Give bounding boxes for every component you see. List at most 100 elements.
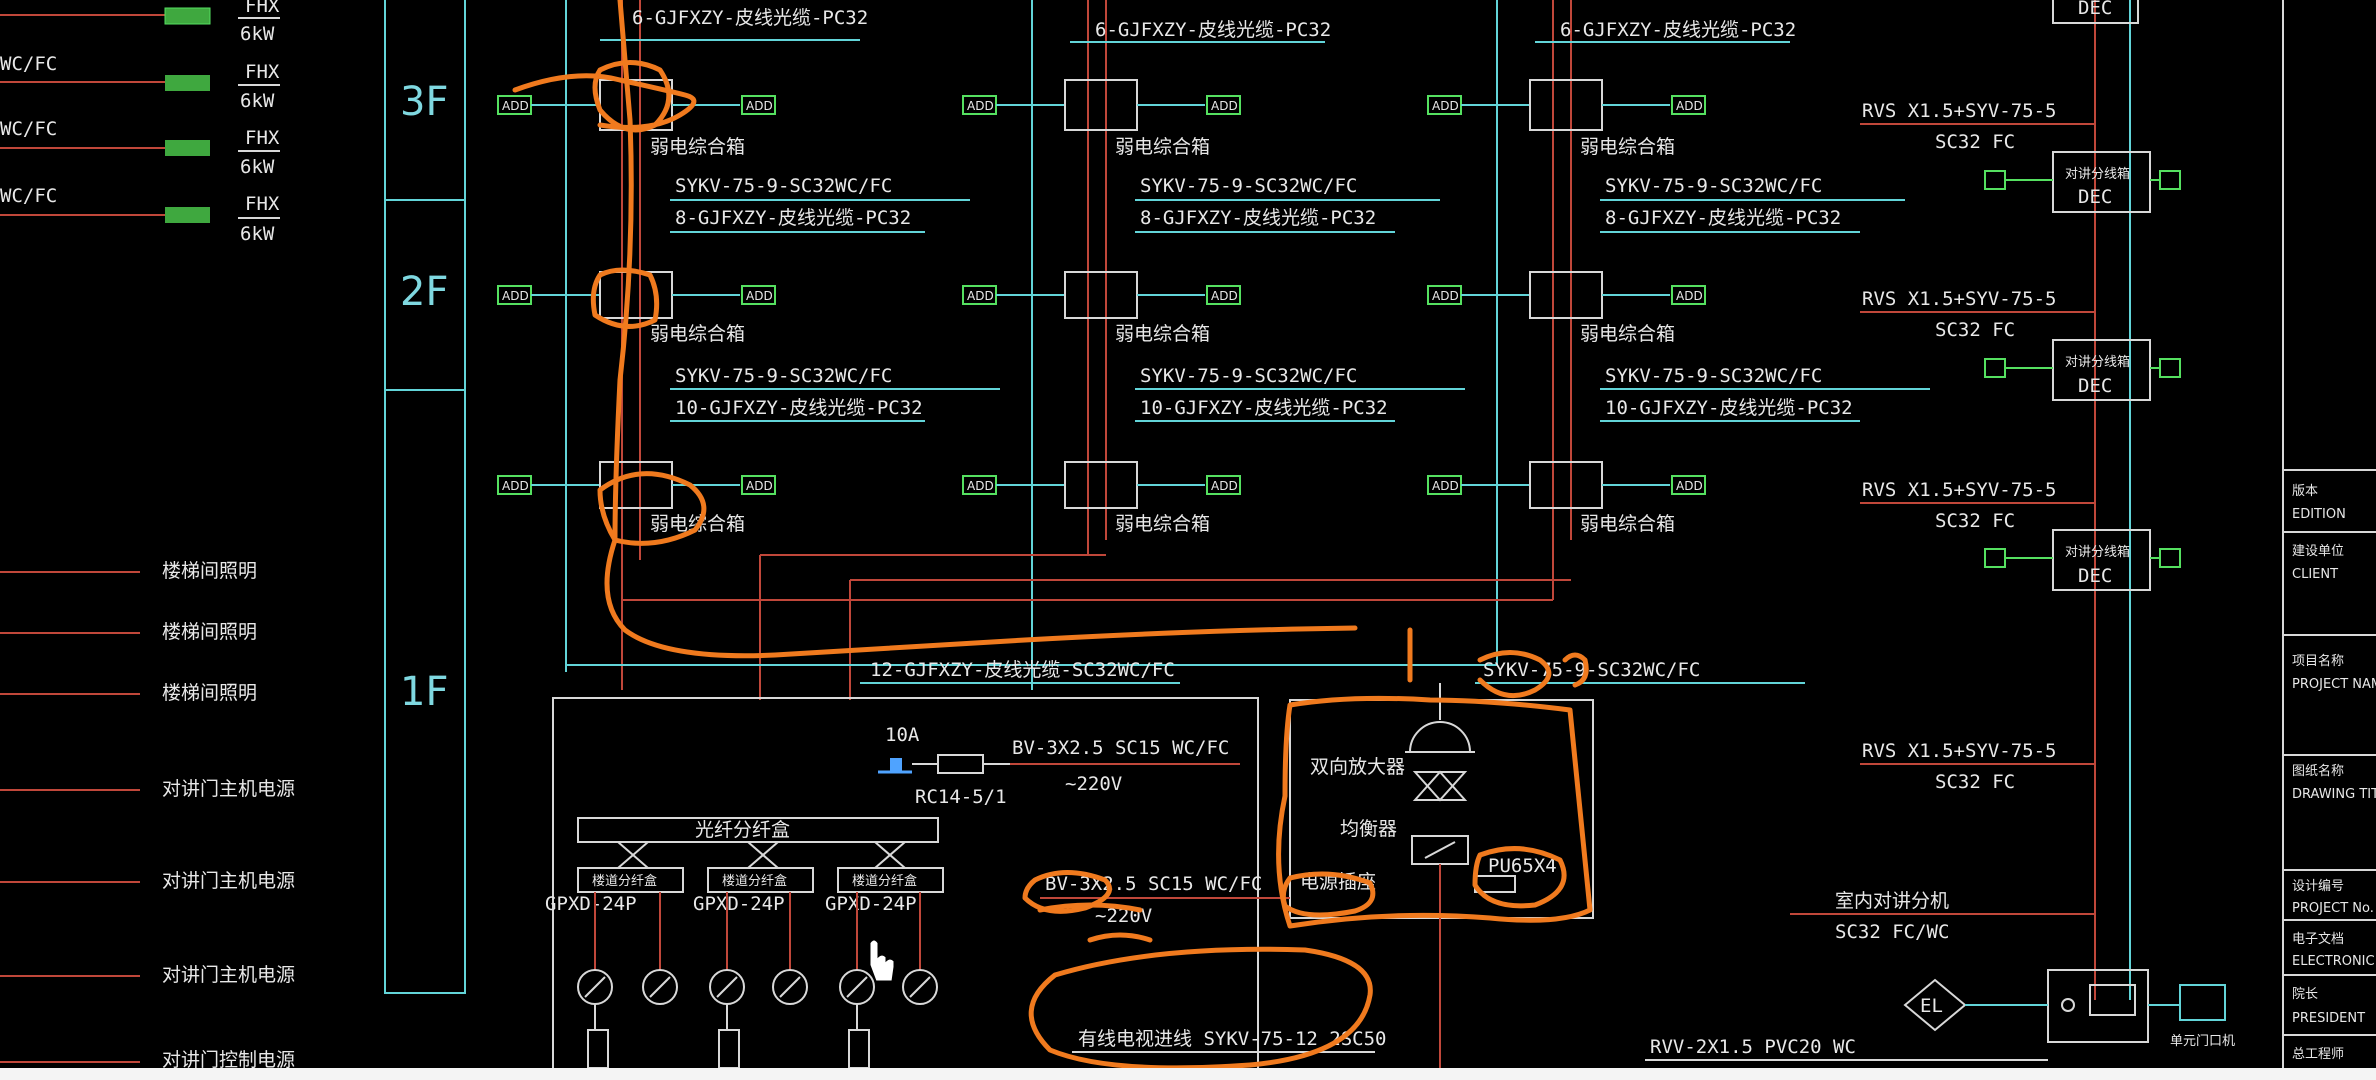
box-label: 弱电综合箱 bbox=[1580, 323, 1675, 345]
add-tag: ADD bbox=[1676, 479, 1703, 493]
rvs-label: RVS X1.5+SYV-75-5 bbox=[1862, 100, 2056, 122]
box-label: 弱电综合箱 bbox=[1115, 323, 1210, 345]
lower-item-3: 对讲门主机电源 bbox=[162, 778, 295, 800]
tb-cn-7: 总工程师 bbox=[2292, 1047, 2344, 1062]
cable-3f-b: 8-GJFXZY-皮线光缆-PC32 bbox=[675, 207, 911, 229]
voltage: ~220V bbox=[1065, 773, 1122, 795]
rvv-label: RVV-2X1.5 PVC20 WC bbox=[1650, 1036, 1856, 1058]
add-tag: ADD bbox=[502, 99, 529, 113]
tb-cn-3: 图纸名称 bbox=[2292, 763, 2344, 779]
riser-unit-c: 6-GJFXZY-皮线光缆-PC32 ADD ADD 弱电综合箱 SYKV-75… bbox=[1427, 0, 1930, 600]
tb-cn-2: 项目名称 bbox=[2292, 653, 2344, 669]
dec-label: DEC bbox=[2078, 565, 2112, 587]
add-tag: ADD bbox=[746, 479, 773, 493]
tb-en-5: ELECTRONIC bbox=[2292, 954, 2375, 969]
add-tag: ADD bbox=[1432, 289, 1459, 303]
fhx-label: FHX bbox=[245, 193, 280, 215]
intercom-label: 室内对讲分机 bbox=[1835, 890, 1949, 912]
fhx-power: 6kW bbox=[240, 23, 275, 45]
add-tag: ADD bbox=[1211, 289, 1238, 303]
add-tag: ADD bbox=[1676, 99, 1703, 113]
cable-2f-b: 10-GJFXZY-皮线光缆-PC32 bbox=[1605, 397, 1853, 419]
cabinet: 10A RC14-5/1 BV-3X2.5 SC15 WC/FC ~220V 光… bbox=[545, 683, 1594, 1079]
cable-sykv: SYKV-75-9-SC32WC/FC bbox=[1140, 175, 1357, 197]
wc-fc-label: WC/FC bbox=[0, 118, 57, 140]
box-label: 弱电综合箱 bbox=[650, 323, 745, 345]
cable-3f-a: 6-GJFXZY-皮线光缆-PC32 bbox=[1560, 19, 1796, 41]
bv-line2: BV-3X2.5 SC15 WC/FC bbox=[1045, 873, 1262, 895]
cable-sykv: SYKV-75-9-SC32WC/FC bbox=[675, 365, 892, 387]
sc32-label: SC32 FC bbox=[1935, 319, 2015, 341]
connector-circles bbox=[577, 892, 938, 1069]
title-block: 版本 EDITION 建设单位 CLIENT 项目名称 PROJECT NAME… bbox=[2282, 0, 2376, 1080]
odf-sub: 楼道分纤盒 bbox=[592, 873, 657, 889]
odf-sub: 楼道分纤盒 bbox=[722, 873, 787, 889]
fhx-power: 6kW bbox=[240, 223, 275, 245]
cable-sykv: SYKV-75-9-SC32WC/FC bbox=[1140, 365, 1357, 387]
intercom-pipe: SC32 FC/WC bbox=[1835, 921, 1949, 943]
splitter-label: 均衡器 bbox=[1340, 818, 1397, 840]
cable-3f-a: 6-GJFXZY-皮线光缆-PC32 bbox=[632, 7, 868, 29]
bottom-status-strip bbox=[0, 1068, 2376, 1080]
fhx-power: 6kW bbox=[240, 156, 275, 178]
cable-3f-a: 6-GJFXZY-皮线光缆-PC32 bbox=[1095, 19, 1331, 41]
tb-en-2: PROJECT NAME bbox=[2292, 677, 2376, 692]
gpxd-label: GPXD-24P bbox=[693, 893, 785, 915]
tb-en-3: DRAWING TITLE bbox=[2292, 787, 2376, 802]
gpxd-label: GPXD-24P bbox=[825, 893, 917, 915]
cable-sykv: SYKV-75-9-SC32WC/FC bbox=[1605, 365, 1822, 387]
sc32-label: SC32 FC bbox=[1935, 131, 2015, 153]
gpxd-label: GPXD-24P bbox=[545, 893, 637, 915]
dec-label: DEC bbox=[2078, 186, 2112, 208]
main-bus-lines: 12-GJFXZY-皮线光缆-SC32WC/FC SYKV-75-9-SC32W… bbox=[565, 480, 1805, 700]
riser-unit-a: 6-GJFXZY-皮线光缆-PC32 ADD ADD 弱电综合箱 SYKV-75… bbox=[497, 0, 1000, 690]
pu-label: PU65X4 bbox=[1488, 855, 1557, 877]
floor-column: 3F 2F 1F bbox=[384, 0, 466, 994]
lower-item-1: 楼梯间照明 bbox=[162, 621, 257, 643]
tb-cn-6: 院长 bbox=[2292, 987, 2318, 1002]
add-tag: ADD bbox=[1432, 99, 1459, 113]
cable-main-sykv: SYKV-75-9-SC32WC/FC bbox=[1483, 659, 1700, 681]
floor-1f-label: 1F bbox=[400, 669, 448, 715]
odf-sub: 楼道分纤盒 bbox=[852, 873, 917, 889]
box-label: 弱电综合箱 bbox=[1580, 513, 1675, 535]
tb-en-1: CLIENT bbox=[2292, 567, 2338, 582]
add-tag: ADD bbox=[967, 99, 994, 113]
odf-main: 光纤分纤盒 bbox=[695, 819, 790, 841]
door-label: 单元门口机 bbox=[2170, 1034, 2235, 1049]
box-label: 弱电综合箱 bbox=[650, 136, 745, 158]
tb-cn-0: 版本 bbox=[2292, 484, 2318, 499]
sc32-label: SC32 FC bbox=[1935, 771, 2015, 793]
add-tag: ADD bbox=[1211, 99, 1238, 113]
el-label: EL bbox=[1920, 995, 1943, 1017]
tb-en-4: PROJECT No. bbox=[2292, 901, 2374, 916]
box-label: 弱电综合箱 bbox=[1115, 513, 1210, 535]
left-lower-items: 楼梯间照明 楼梯间照明 楼梯间照明 对讲门主机电源 对讲门主机电源 对讲门主机电… bbox=[0, 560, 295, 1071]
cable-sykv: SYKV-75-9-SC32WC/FC bbox=[675, 175, 892, 197]
add-tag: ADD bbox=[746, 289, 773, 303]
fhx-label: FHX bbox=[245, 127, 280, 149]
cable-3f-b: 8-GJFXZY-皮线光缆-PC32 bbox=[1140, 207, 1376, 229]
cable-2f-b: 10-GJFXZY-皮线光缆-PC32 bbox=[1140, 397, 1388, 419]
tb-cn-1: 建设单位 bbox=[2292, 544, 2344, 559]
amp-label: 双向放大器 bbox=[1310, 756, 1405, 778]
right-intercom-column: DEC RVS X1.5+SYV-75-5 SC32 FC 对讲分线箱 DEC … bbox=[1645, 0, 2235, 1061]
add-tag: ADD bbox=[1211, 479, 1238, 493]
rvs-label: RVS X1.5+SYV-75-5 bbox=[1862, 740, 2056, 762]
fhx-label: FHX bbox=[245, 61, 280, 83]
breaker-rating: 10A bbox=[885, 724, 920, 746]
sc32-label: SC32 FC bbox=[1935, 510, 2015, 532]
lower-item-0: 楼梯间照明 bbox=[162, 560, 257, 582]
add-tag: ADD bbox=[967, 479, 994, 493]
incoming-cable: 有线电视进线 SYKV-75-12 2SC50 bbox=[1078, 1028, 1386, 1050]
add-tag: ADD bbox=[746, 99, 773, 113]
dec-top-label: 对讲分线箱 bbox=[2065, 354, 2130, 370]
cable-sykv: SYKV-75-9-SC32WC/FC bbox=[1605, 175, 1822, 197]
dec-top-label: 对讲分线箱 bbox=[2065, 166, 2130, 182]
box-label: 弱电综合箱 bbox=[1115, 136, 1210, 158]
dec-label: DEC bbox=[2078, 0, 2112, 19]
tb-cn-5: 电子文档 bbox=[2292, 932, 2344, 947]
cable-main: 12-GJFXZY-皮线光缆-SC32WC/FC bbox=[870, 659, 1175, 681]
box-label: 弱电综合箱 bbox=[1580, 136, 1675, 158]
